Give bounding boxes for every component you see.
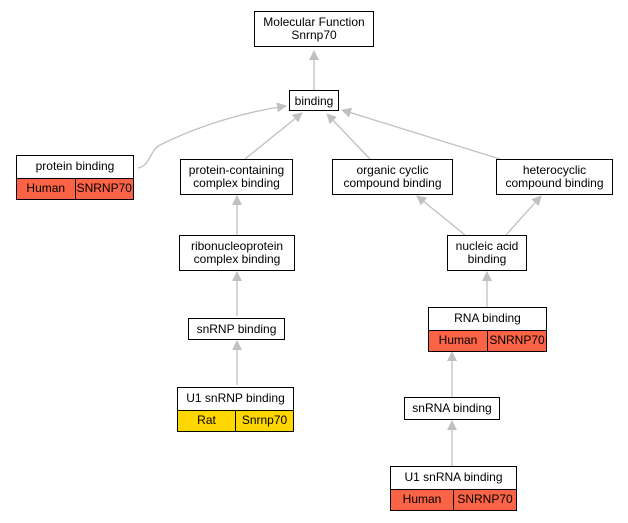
- node-rna-binding[interactable]: RNA binding Human SNRNP70: [428, 307, 547, 352]
- node-label: binding: [294, 94, 334, 108]
- node-binding[interactable]: binding: [289, 90, 339, 111]
- node-label-line2: compound binding: [343, 176, 442, 190]
- node-u1-snrna-binding[interactable]: U1 snRNA binding Human SNRNP70: [390, 466, 517, 511]
- annotation-row: Human SNRNP70: [17, 178, 133, 199]
- species-cell: Human: [438, 333, 478, 347]
- node-label: U1 snRNP binding: [186, 391, 285, 405]
- node-label: U1 snRNA binding: [404, 470, 503, 484]
- node-snrna-binding[interactable]: snRNA binding: [404, 397, 500, 420]
- node-u1-snrnp-binding[interactable]: U1 snRNP binding Rat Snrnp70: [177, 387, 294, 432]
- node-label-line2: binding: [467, 252, 507, 266]
- node-nucleic-acid-binding[interactable]: nucleic acid binding: [447, 235, 527, 271]
- node-label-line1: Molecular Function: [263, 15, 365, 29]
- node-label: RNA binding: [454, 311, 521, 325]
- node-organic-cyclic-compound-binding[interactable]: organic cyclic compound binding: [332, 159, 453, 195]
- node-molecular-function[interactable]: Molecular Function Snrnp70: [254, 11, 374, 47]
- edge-nucleic-acid-heterocyclic: [505, 195, 542, 236]
- node-label-line1: organic cyclic: [356, 163, 429, 177]
- node-label-line1: protein-containing: [188, 163, 285, 177]
- node-label-line2: Snrnp70: [291, 28, 337, 42]
- edge-organic-cyclic-binding: [326, 113, 371, 160]
- edge-heterocyclic-binding: [341, 107, 501, 160]
- node-label: snRNA binding: [412, 401, 492, 415]
- node-label-line1: nucleic acid: [455, 239, 519, 253]
- node-label: snRNP binding: [196, 322, 277, 336]
- node-label-line1: heterocyclic: [522, 163, 587, 177]
- edge-protein-containing-binding: [244, 112, 303, 160]
- annotation-row: Human SNRNP70: [429, 330, 546, 351]
- gene-cell: SNRNP70: [453, 490, 516, 510]
- annotation-row: Human SNRNP70: [391, 489, 516, 510]
- gene-cell: SNRNP70: [487, 331, 546, 351]
- node-heterocyclic-compound-binding[interactable]: heterocyclic compound binding: [496, 159, 613, 195]
- node-label-line2: compound binding: [505, 176, 604, 190]
- node-label-line2: complex binding: [193, 252, 281, 266]
- node-label: protein binding: [35, 159, 115, 173]
- node-protein-containing-complex-binding[interactable]: protein-containing complex binding: [180, 159, 293, 195]
- node-protein-binding[interactable]: protein binding Human SNRNP70: [16, 155, 134, 200]
- edge-nucleic-acid-organic-cyclic: [416, 195, 466, 236]
- species-cell: Human: [26, 181, 66, 195]
- gene-cell: Snrnp70: [235, 411, 293, 431]
- node-label-line1: ribonucleoprotein: [190, 239, 284, 253]
- annotation-row: Rat Snrnp70: [178, 410, 293, 431]
- node-snrnp-binding[interactable]: snRNP binding: [188, 318, 285, 340]
- gene-cell: SNRNP70: [74, 179, 134, 199]
- node-label-line2: complex binding: [193, 176, 280, 190]
- edge-protein-binding-binding: [137, 102, 287, 169]
- species-cell: Rat: [197, 413, 216, 427]
- node-ribonucleoprotein-complex-binding[interactable]: ribonucleoprotein complex binding: [179, 235, 295, 271]
- species-cell: Human: [402, 492, 442, 506]
